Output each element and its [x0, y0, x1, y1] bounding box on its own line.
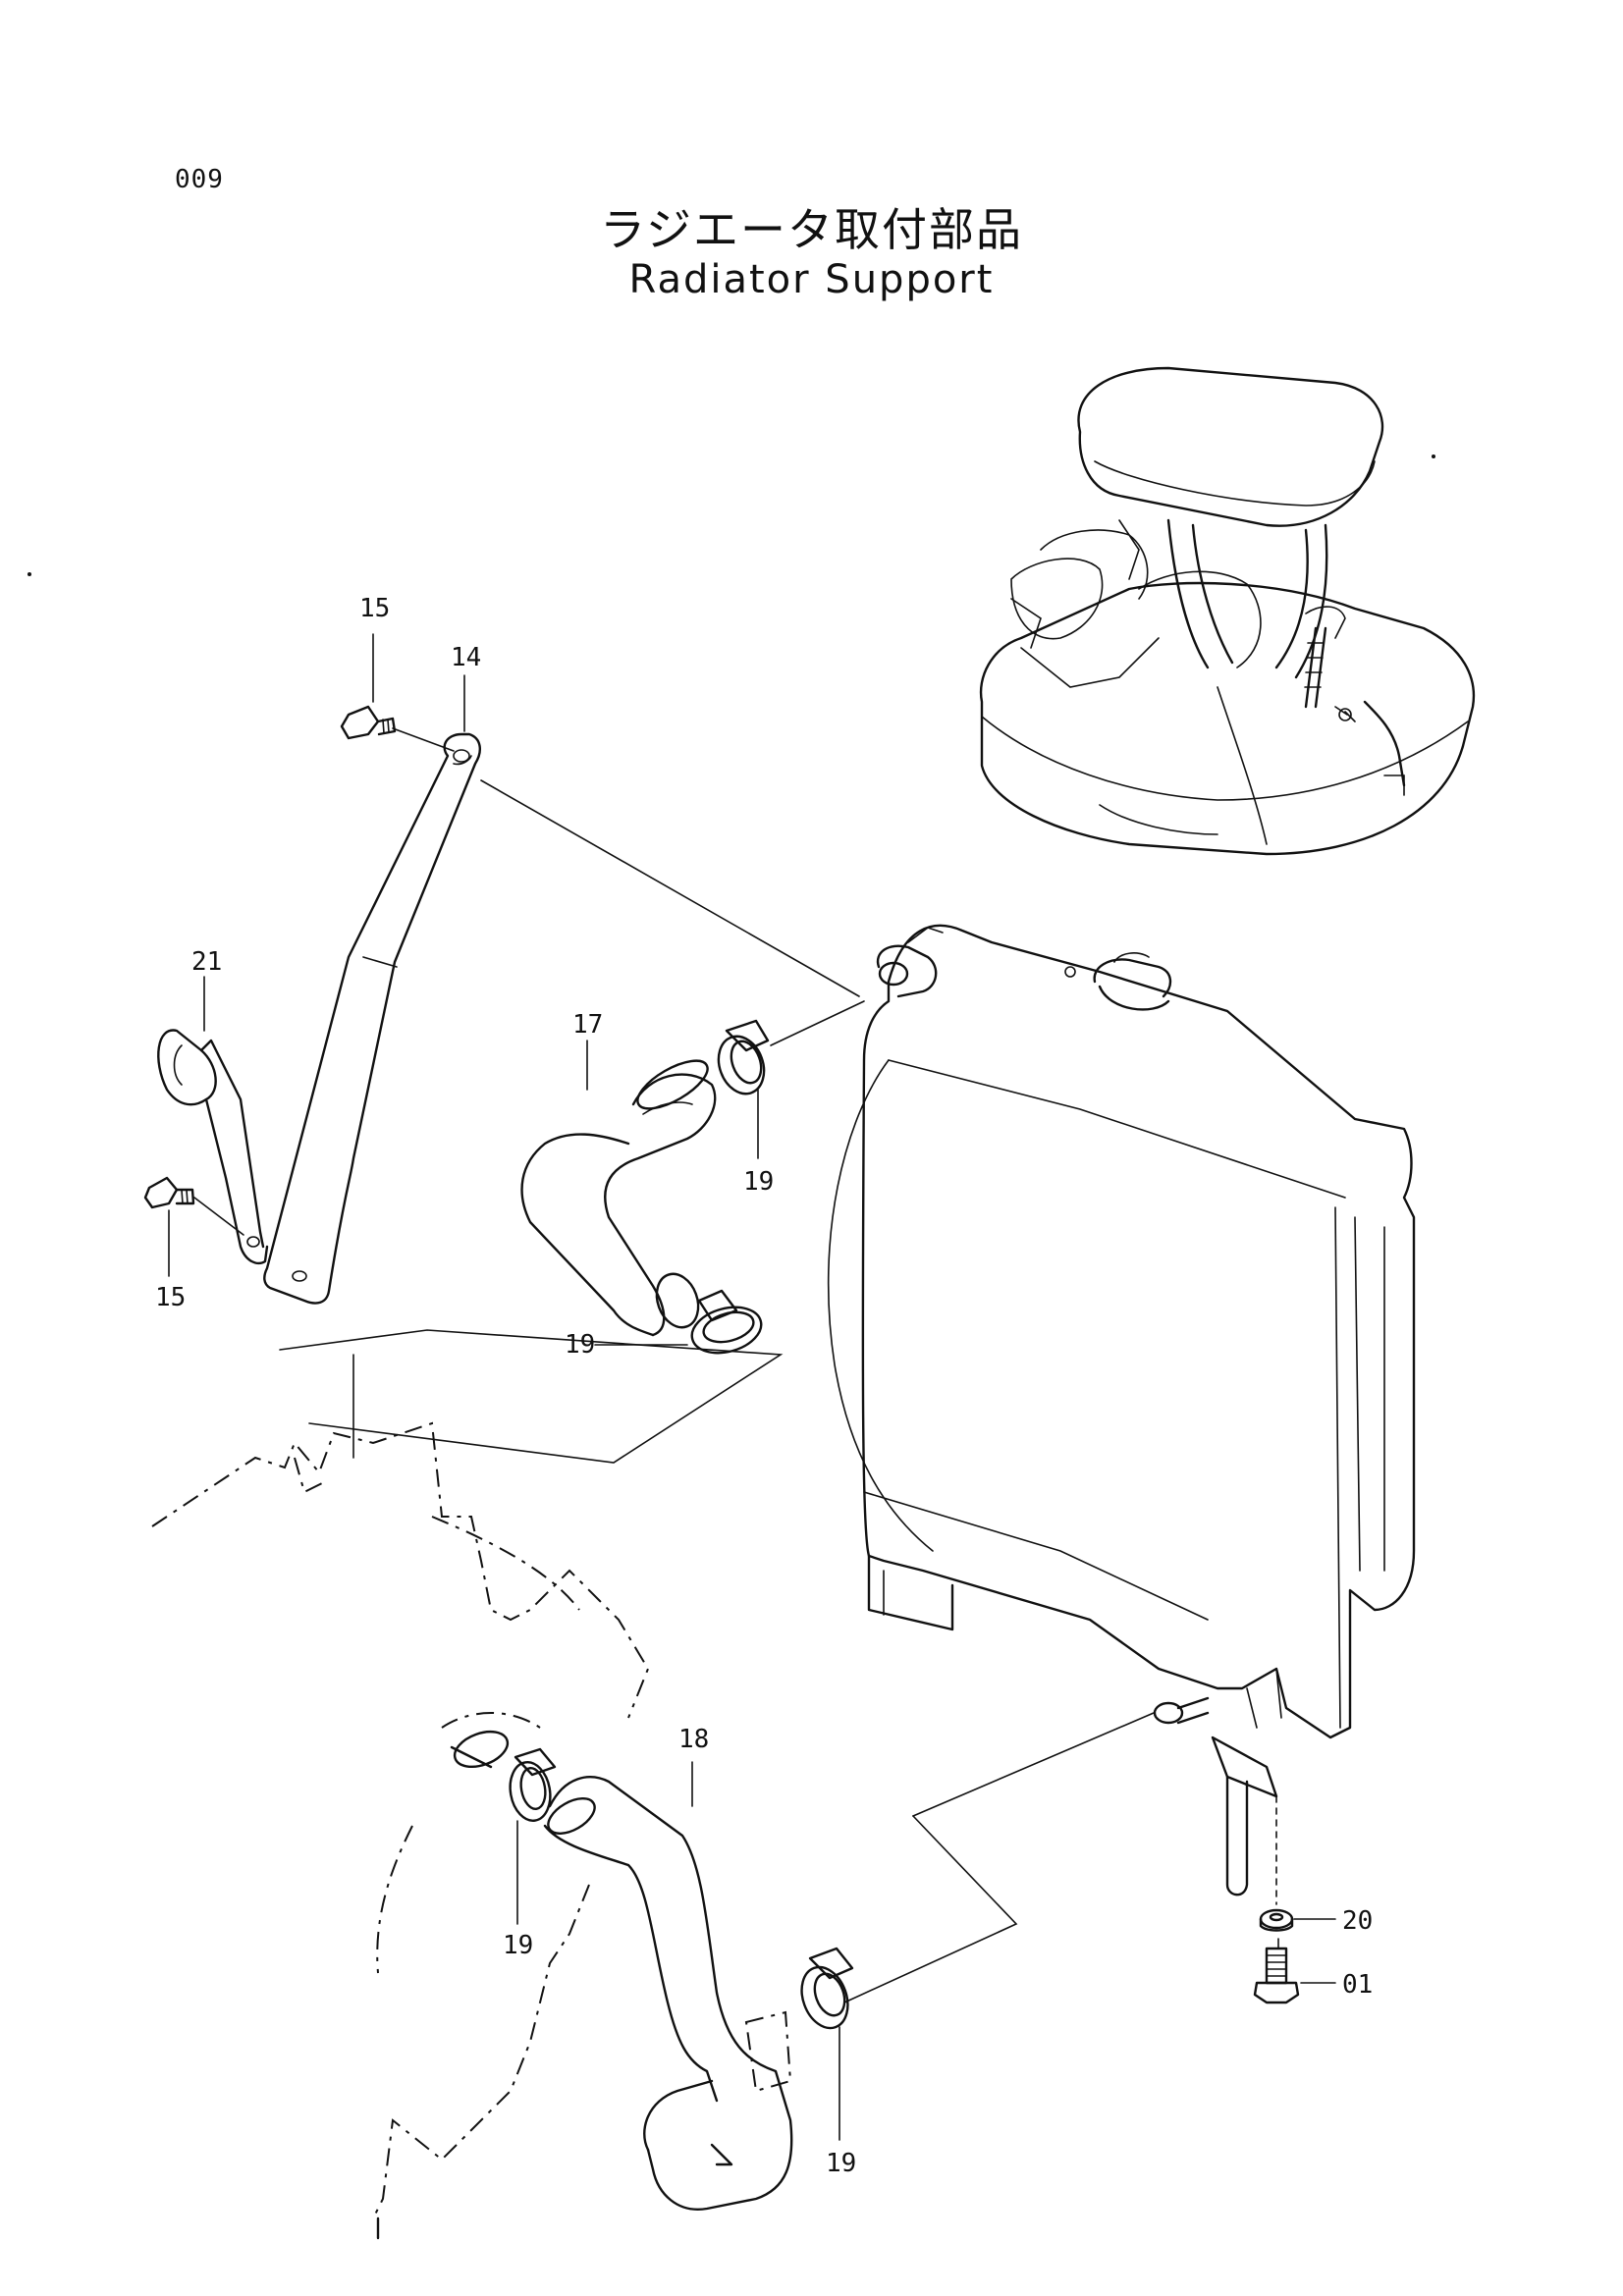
callout-01: 01	[1342, 1970, 1373, 2000]
part-19-clamp-a	[717, 1019, 770, 1095]
callout-20: 20	[1342, 1906, 1373, 1936]
part-21-bracket	[157, 1029, 269, 1265]
radiator-assembly	[827, 924, 1416, 1896]
callout-14: 14	[451, 643, 481, 672]
title-japanese-text: ラジエータ取付部品	[599, 203, 1024, 256]
callout-15-upper: 15	[359, 594, 390, 623]
part-19-clamp-d	[800, 1947, 854, 2030]
page-number: 009	[175, 165, 224, 194]
callout-19-lower-left: 19	[503, 1931, 533, 1960]
callout-15-lower: 15	[155, 1283, 186, 1312]
callout-17: 17	[572, 1010, 603, 1040]
callout-leaders	[168, 633, 1336, 2141]
part-20-washer	[1259, 1908, 1294, 1932]
part-19-clamp-c	[509, 1747, 557, 1822]
part-15-bolt-lower	[143, 1176, 195, 1209]
engine-phantom-outline	[151, 1421, 650, 2240]
assembly-lines	[193, 727, 1279, 2003]
callout-19-upper: 19	[743, 1167, 774, 1197]
machine-overview-illustration	[27, 366, 1476, 856]
part-14-stay	[263, 732, 481, 1305]
callout-21: 21	[191, 947, 222, 977]
part-01-bolt	[1253, 1947, 1300, 2004]
part-18-lower-hose	[543, 1776, 793, 2211]
title-japanese: ラジエータ取付部品	[0, 194, 1623, 259]
callout-19-lower-right: 19	[826, 2149, 856, 2178]
callout-labels: 15 14 21 15 17 19 19 18 19 19 20 01	[155, 594, 1373, 2178]
part-17-upper-hose	[520, 1059, 717, 1337]
title-english-text: Radiator Support	[628, 257, 995, 302]
title-english: Radiator Support	[0, 257, 1623, 302]
callout-19-middle: 19	[565, 1330, 595, 1360]
callout-18: 18	[678, 1725, 709, 1754]
part-15-bolt-upper	[340, 705, 397, 740]
